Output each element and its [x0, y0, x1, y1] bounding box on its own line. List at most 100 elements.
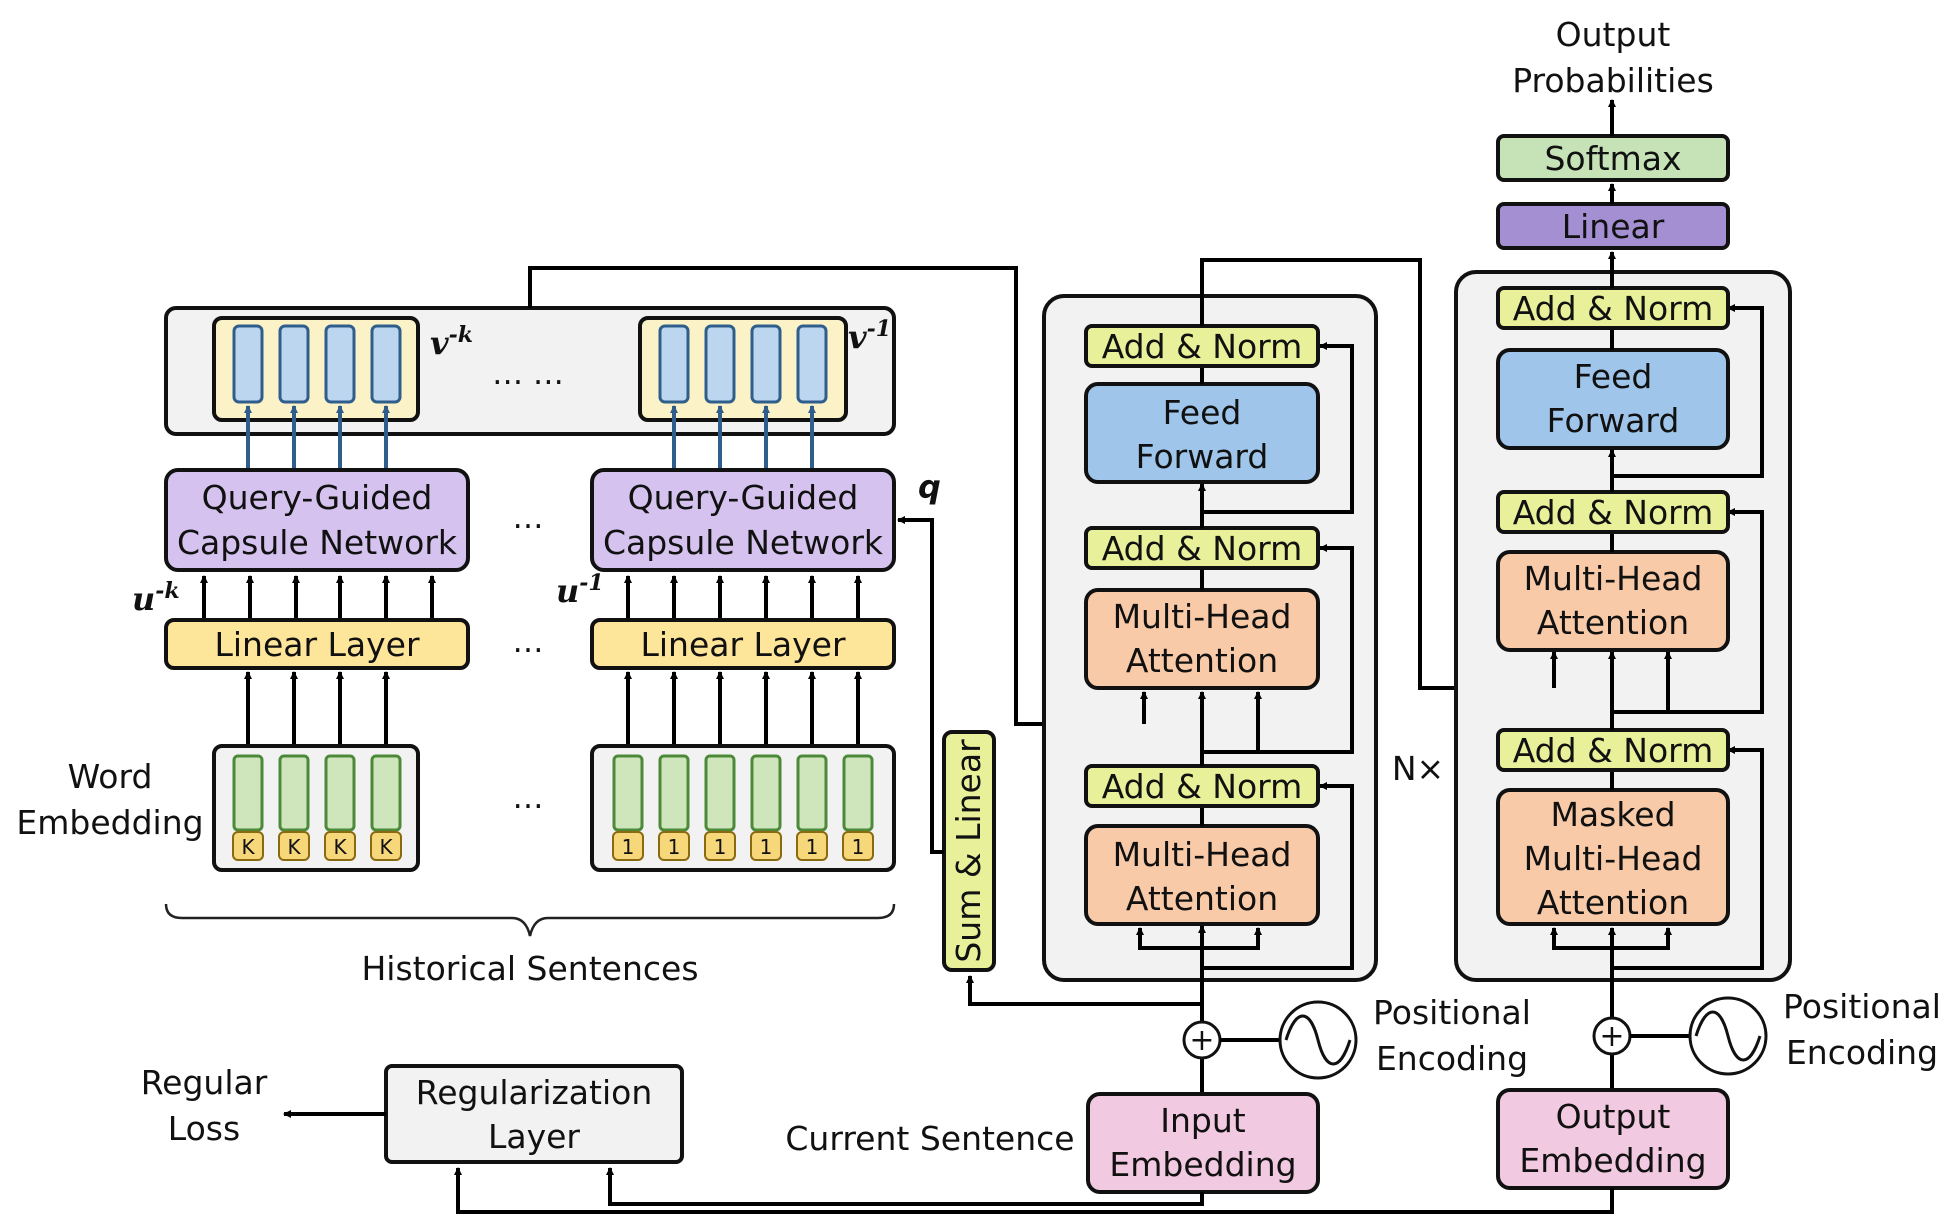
regular-loss-label: Regular: [141, 1063, 268, 1102]
word-vector: [232, 754, 264, 832]
input-embedding-to-regularization: [606, 1167, 1204, 1206]
token-badge-label: K: [333, 835, 347, 859]
capsule-vectors: [232, 324, 828, 404]
nx-label: N×: [1392, 749, 1444, 788]
decoder-masked-attention-label: Multi-Head: [1524, 839, 1703, 878]
encoder-add-norm-1-label: Add & Norm: [1102, 767, 1303, 806]
token-badge: [232, 831, 264, 861]
token-badges: K K K K 1 1 1 1 1 1: [232, 831, 874, 861]
encoder-positional-label: Positional: [1373, 993, 1531, 1032]
word-vector: [658, 754, 690, 832]
encoder-add-norm-2-label: Add & Norm: [1102, 529, 1303, 568]
capsule-network-k-label: Capsule Network: [177, 523, 458, 562]
token-badge-label: K: [287, 835, 301, 859]
ellipsis-linear: …: [513, 624, 544, 660]
current-sentence-label: Current Sentence: [785, 1119, 1074, 1158]
capsule-vector: [232, 324, 264, 404]
regularization-layer-label: Regularization: [416, 1073, 653, 1112]
token-badge-label: 1: [760, 835, 773, 859]
softmax-block-label: Softmax: [1544, 139, 1681, 178]
v-1-label: v-1: [848, 316, 891, 356]
token-badge: [278, 831, 310, 861]
input-embedding-label: Input: [1160, 1101, 1246, 1140]
output-probabilities-label: Probabilities: [1512, 61, 1714, 100]
regular-loss-label: Loss: [168, 1109, 240, 1148]
token-badge-label: K: [241, 835, 255, 859]
output-embedding-to-regularization: [454, 1167, 1614, 1214]
capsule-vector: [370, 324, 402, 404]
decoder-add-norm-1-label: Add & Norm: [1513, 731, 1714, 770]
encoder-feed-forward-label: Forward: [1136, 437, 1269, 476]
word-embedding-group-k: [212, 744, 420, 872]
token-badge-label: 1: [668, 835, 681, 859]
historical-sentences-label: Historical Sentences: [361, 949, 698, 988]
historical-sentences-brace: [164, 903, 896, 937]
token-badge-label: 1: [622, 835, 635, 859]
token-badge-label: 1: [852, 835, 865, 859]
v-k-label: v-k: [430, 322, 473, 362]
word-vector: [370, 754, 402, 832]
token-badge: [612, 831, 644, 861]
capsule-network-1-label: Capsule Network: [603, 523, 884, 562]
word-vector: [612, 754, 644, 832]
linear-layer-1-label: Linear Layer: [640, 625, 845, 664]
word-vector: [796, 754, 828, 832]
token-badge-label: 1: [714, 835, 727, 859]
regularization-layer-label: Layer: [488, 1117, 580, 1156]
ellipsis-vectors: … …: [492, 356, 564, 392]
capsule-network-1: [590, 468, 896, 572]
token-badge-label: 1: [806, 835, 819, 859]
token-badge-label: K: [379, 835, 393, 859]
decoder-add-symbol: +: [1599, 1019, 1624, 1054]
input-embedding-label: Embedding: [1109, 1145, 1296, 1184]
word-embedding-label: Embedding: [16, 803, 203, 842]
encoder-feed-forward-label: Feed: [1163, 393, 1242, 432]
q-label: q: [918, 468, 941, 506]
word-vector: [704, 754, 736, 832]
capsule-vector: [796, 324, 828, 404]
decoder-positional-label: Encoding: [1786, 1033, 1938, 1072]
linear-layer-k: [164, 618, 470, 670]
decoder-cross-attention-label: Multi-Head: [1524, 559, 1703, 598]
decoder-add-norm-2-label: Add & Norm: [1513, 493, 1714, 532]
capsule-to-vector-arrows: [244, 405, 816, 470]
linear-to-capsule-arrows: [200, 575, 862, 620]
decoder-masked-attention-label: Masked: [1550, 795, 1675, 834]
word-vector: [278, 754, 310, 832]
embedding-to-linear-arrows: [244, 671, 862, 756]
ellipsis-embedding: …: [513, 780, 544, 816]
encoder-self-attention-label: Multi-Head: [1113, 835, 1292, 874]
capsule-network-k-label: Query-Guided: [202, 478, 433, 517]
capsule-vector: [704, 324, 736, 404]
encoder-add-symbol: +: [1189, 1023, 1214, 1058]
encoder-cross-attention-label: Attention: [1126, 641, 1278, 680]
decoder-cross-attention-label: Attention: [1537, 603, 1689, 642]
word-vector: [750, 754, 782, 832]
token-badge: [370, 831, 402, 861]
token-badge: [796, 831, 828, 861]
capsule-vector: [750, 324, 782, 404]
capsule-vector: [324, 324, 356, 404]
u-k-label: u-k: [132, 578, 180, 618]
linear-layer-1: [590, 618, 896, 670]
token-badge: [658, 831, 690, 861]
output-probabilities-label: Output: [1556, 15, 1671, 54]
u-1-label: u-1: [556, 570, 604, 610]
decoder-feed-forward-label: Feed: [1574, 357, 1653, 396]
token-badge: [842, 831, 874, 861]
linear-block-label: Linear: [1562, 207, 1665, 246]
output-embedding-label: Embedding: [1519, 1141, 1706, 1180]
encoder-add-norm-3-label: Add & Norm: [1102, 327, 1303, 366]
linear-layer-k-label: Linear Layer: [214, 625, 419, 664]
encoder-positional-label: Encoding: [1376, 1039, 1528, 1078]
encoder-self-attention-label: Attention: [1126, 879, 1278, 918]
capsule-vector: [278, 324, 310, 404]
word-embedding-label: Word: [68, 757, 153, 796]
output-embedding-label: Output: [1556, 1097, 1671, 1136]
sum-linear-label: Sum & Linear: [949, 739, 988, 963]
token-badge: [704, 831, 736, 861]
capsule-vector-group-k: [212, 316, 420, 422]
token-badge: [750, 831, 782, 861]
decoder-masked-attention-label: Attention: [1537, 883, 1689, 922]
decoder-feed-forward-label: Forward: [1547, 401, 1680, 440]
